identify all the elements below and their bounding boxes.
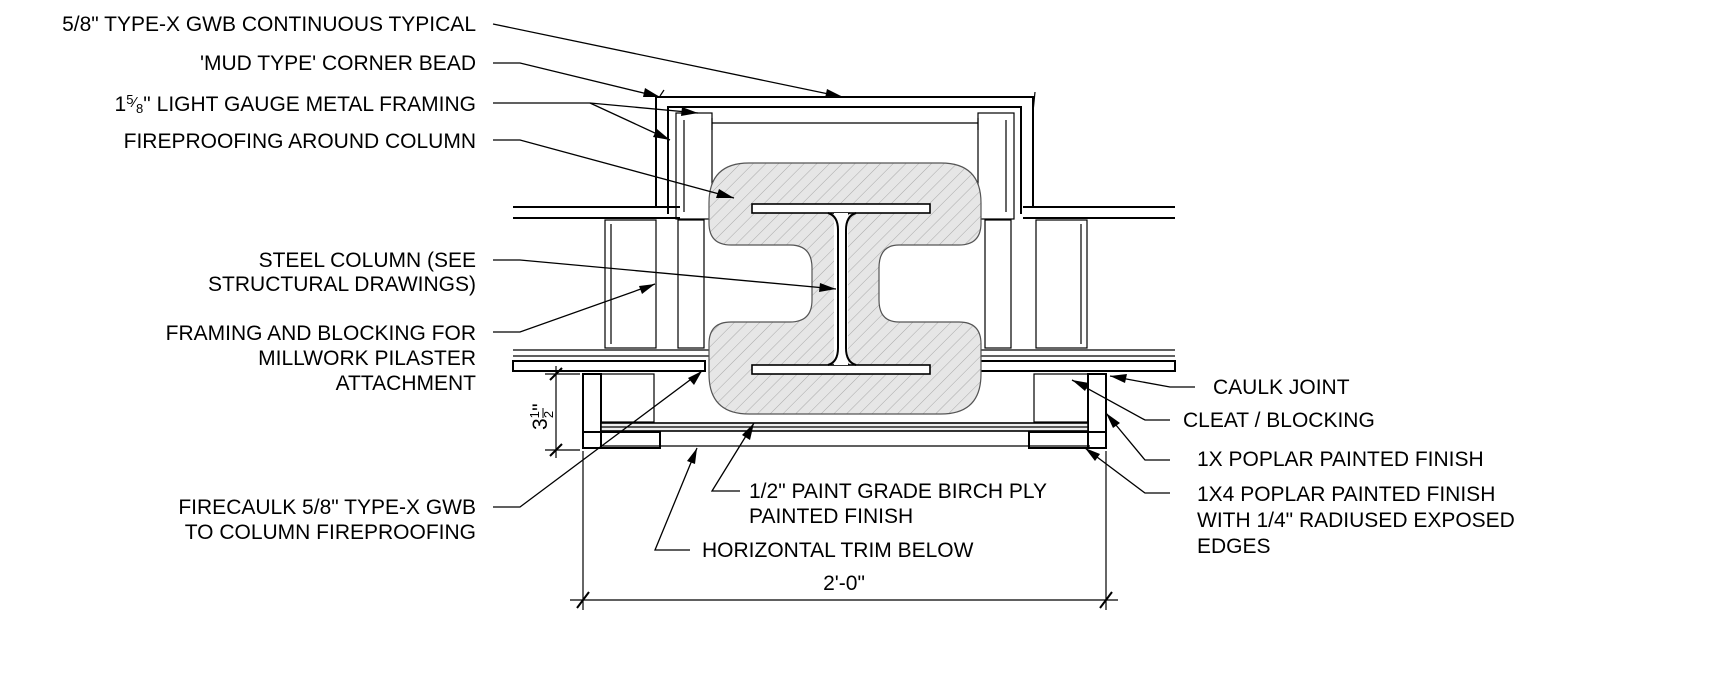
- bottom-labels: 1/2" PAINT GRADE BIRCH PLY PAINTED FINIS…: [702, 480, 1047, 562]
- label-cleat-blocking: CLEAT / BLOCKING: [1183, 409, 1375, 432]
- label-horizontal-trim: HORIZONTAL TRIM BELOW: [702, 539, 974, 562]
- label-framing-blocking-3: ATTACHMENT: [336, 372, 477, 395]
- label-metal-framing: 15⁄8"LIGHT GAUGE METAL FRAMING: [115, 92, 476, 116]
- dim-width-label: 2'-0": [823, 572, 865, 595]
- svg-text:312": 312": [527, 403, 556, 430]
- label-framing-blocking-1: FRAMING AND BLOCKING FOR: [166, 322, 476, 345]
- bottom-leaders: [654, 422, 755, 551]
- label-firecaulk-2: TO COLUMN FIREPROOFING: [185, 521, 476, 544]
- right-leaders: [1071, 374, 1195, 494]
- label-caulk-joint: CAULK JOINT: [1213, 376, 1350, 399]
- label-1x4-poplar-3: EDGES: [1197, 535, 1271, 558]
- label-1x4-poplar-1: 1X4 POPLAR PAINTED FINISH: [1197, 483, 1495, 506]
- label-firecaulk-1: FIRECAULK 5/8" TYPE-X GWB: [178, 496, 476, 519]
- dimensions: [545, 366, 1118, 610]
- gwb-enclosure: [655, 89, 1036, 214]
- millwork-pilaster: [582, 373, 1107, 449]
- left-leaders: [492, 23, 844, 508]
- label-fireproofing: FIREPROOFING AROUND COLUMN: [124, 130, 476, 153]
- label-corner-bead: 'MUD TYPE' CORNER BEAD: [200, 52, 476, 75]
- label-1x4-poplar-2: WITH 1/4" RADIUSED EXPOSED: [1197, 509, 1515, 532]
- right-labels: CAULK JOINT CLEAT / BLOCKING 1X POPLAR P…: [1183, 376, 1515, 558]
- label-steel-column-1: STEEL COLUMN (SEE: [259, 249, 476, 272]
- steel-column: [751, 203, 931, 375]
- label-birch-ply-2: PAINTED FINISH: [749, 505, 913, 528]
- left-labels: 5/8" TYPE-X GWB CONTINUOUS TYPICAL 'MUD …: [62, 13, 476, 544]
- label-1x-poplar: 1X POPLAR PAINTED FINISH: [1197, 448, 1484, 471]
- side-blocking: [604, 219, 1088, 349]
- dim-height-label: 312": [527, 403, 556, 430]
- label-gwb-continuous: 5/8" TYPE-X GWB CONTINUOUS TYPICAL: [62, 13, 476, 36]
- label-birch-ply-1: 1/2" PAINT GRADE BIRCH PLY: [749, 480, 1047, 503]
- label-framing-blocking-2: MILLWORK PILASTER: [258, 347, 476, 370]
- label-steel-column-2: STRUCTURAL DRAWINGS): [208, 273, 476, 296]
